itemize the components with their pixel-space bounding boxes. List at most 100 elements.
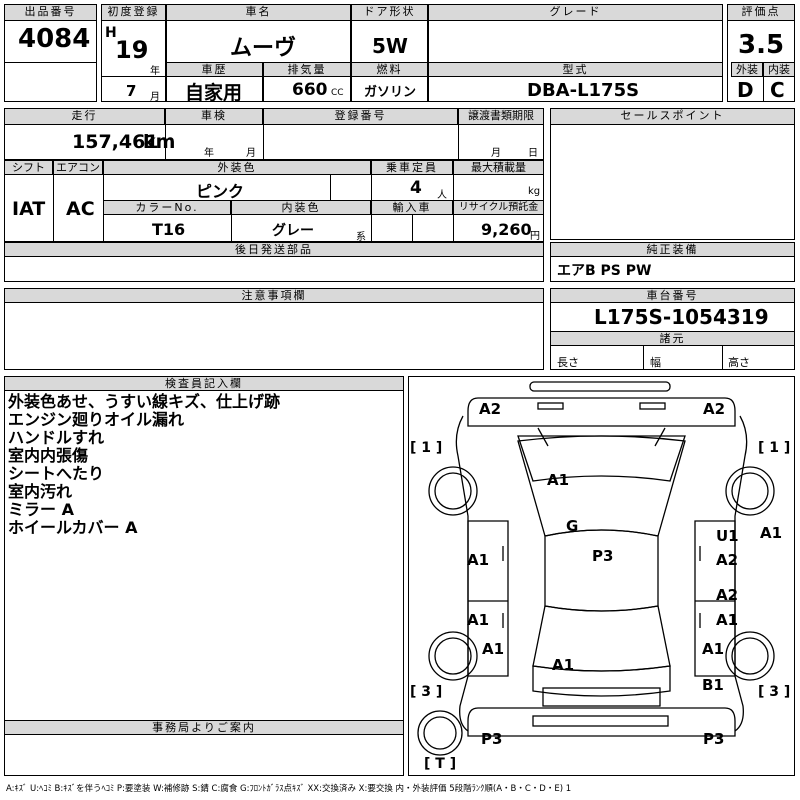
lot-no-label: 出品番号 xyxy=(4,4,97,21)
damage-mark: A1 xyxy=(467,551,490,569)
inspector-note: 外装色あせ、うすい線キズ、仕上げ跡 xyxy=(8,392,281,411)
notes-label: 注意事項欄 xyxy=(4,288,544,303)
inspection-month: 月 xyxy=(246,148,256,159)
door-label: ドア形状 xyxy=(351,4,428,21)
history-label: 車歴 xyxy=(166,62,263,77)
damage-mark: A2 xyxy=(716,551,739,569)
int-color-label: 内装色 xyxy=(231,200,371,215)
tire-mark: [ 3 ] xyxy=(410,684,443,700)
damage-mark: U1 xyxy=(716,527,739,545)
exterior-label: 外装 xyxy=(731,62,763,77)
history: 自家用 xyxy=(185,82,243,104)
damage-mark: G xyxy=(566,517,579,535)
transfer-month: 月 xyxy=(491,148,501,159)
inspection-year: 年 xyxy=(204,148,214,159)
inspector-note: ミラー A xyxy=(8,500,74,519)
transfer-label: 譲渡書類期限 xyxy=(458,108,544,125)
office-label: 事務局よりご案内 xyxy=(4,720,404,735)
model-label: 型式 xyxy=(428,62,723,77)
transfer-day: 日 xyxy=(528,148,538,159)
inspector-note: 室内内張傷 xyxy=(8,446,89,465)
car-diagram xyxy=(417,381,775,756)
damage-mark: A1 xyxy=(716,611,739,629)
mileage: 157,461 xyxy=(72,131,159,153)
chassis: L175S-1054319 xyxy=(594,305,769,329)
max-load-label: 最大積載量 xyxy=(453,160,544,175)
inspector-note: シートへたり xyxy=(8,464,105,483)
shift: IAT xyxy=(12,198,46,220)
car-diagram-box xyxy=(408,376,795,776)
tire-mark: [ T ] xyxy=(424,756,457,772)
shift-label: シフト xyxy=(4,160,53,175)
tire-mark: [ 3 ] xyxy=(758,684,791,700)
sales-point-label: セールスポイント xyxy=(550,108,795,125)
car-name: ムーヴ xyxy=(230,36,297,61)
inspection-label: 車検 xyxy=(165,108,263,125)
length-label: 長さ xyxy=(557,356,579,369)
damage-mark: A1 xyxy=(760,524,783,542)
recycle-label: リサイクル預託金 xyxy=(453,200,544,215)
legend: A:ｷｽﾞ U:ﾍｺﾐ B:ｷｽﾞを伴うﾍｺﾐ P:要塗装 W:補修跡 S:錆 … xyxy=(6,784,572,794)
displacement: 660 xyxy=(292,80,328,100)
tire-mark: [ 1 ] xyxy=(758,440,791,456)
score-label: 評価点 xyxy=(727,4,795,21)
inspector-note: 室内汚れ xyxy=(8,482,73,501)
exterior-score: D xyxy=(737,78,754,102)
tire-mark: [ 1 ] xyxy=(410,440,443,456)
model: DBA-L175S xyxy=(527,80,640,101)
recycle-unit: 円 xyxy=(530,231,540,242)
dims-label: 諸元 xyxy=(550,331,795,346)
width-label: 幅 xyxy=(650,356,661,369)
displacement-unit: CC xyxy=(331,88,344,98)
damage-mark: A1 xyxy=(482,640,505,658)
lot-no: 4084 xyxy=(18,24,91,54)
score: 3.5 xyxy=(738,30,785,60)
damage-mark: A2 xyxy=(716,586,739,604)
interior-score: C xyxy=(770,78,785,102)
interior-label: 内装 xyxy=(763,62,795,77)
chassis-label: 車台番号 xyxy=(550,288,795,303)
sales-point-box xyxy=(550,108,795,240)
reg-year: 19 xyxy=(115,36,149,64)
fuel-label: 燃料 xyxy=(351,62,428,77)
reg-no-label: 登録番号 xyxy=(263,108,458,125)
damage-mark: A1 xyxy=(702,640,725,658)
mileage-label: 走行 xyxy=(4,108,165,125)
ac: AC xyxy=(66,198,95,220)
color-no-label: カラーNo. xyxy=(103,200,231,215)
damage-mark: B1 xyxy=(702,676,724,694)
height-label: 高さ xyxy=(728,356,750,369)
fuel: ガソリン xyxy=(364,85,417,100)
ac-label: エアコン xyxy=(53,160,103,175)
damage-mark: A1 xyxy=(552,656,575,674)
era: H xyxy=(105,25,117,41)
inspector-label: 検査員記入欄 xyxy=(4,376,404,391)
inspector-note: エンジン廻りオイル漏れ xyxy=(8,410,185,429)
capacity-label: 乗車定員 xyxy=(371,160,453,175)
inspector-notes: 外装色あせ、うすい線キズ、仕上げ跡 エンジン廻りオイル漏れ ハンドルすれ 室内内… xyxy=(8,393,280,537)
genuine: エアB PS PW xyxy=(557,263,652,279)
reg-month: 7 xyxy=(126,82,137,100)
capacity: 4 xyxy=(410,178,422,198)
inspector-note: ホイールカバー A xyxy=(8,518,138,537)
year-unit: 年 xyxy=(150,66,160,77)
capacity-unit: 人 xyxy=(437,190,447,201)
color-no: T16 xyxy=(152,220,186,239)
later-parts-label: 後日発送部品 xyxy=(4,242,544,257)
damage-mark: A2 xyxy=(703,400,726,418)
displacement-label: 排気量 xyxy=(263,62,351,77)
int-color-suffix: 系 xyxy=(356,232,366,243)
inspector-note: ハンドルすれ xyxy=(8,428,105,447)
door: 5W xyxy=(372,34,408,58)
damage-mark: P3 xyxy=(703,730,725,748)
damage-mark: P3 xyxy=(481,730,503,748)
recycle: 9,260 xyxy=(481,220,532,239)
int-color: グレー xyxy=(272,223,314,239)
ext-color-label: 外装色 xyxy=(103,160,371,175)
ext-color: ピンク xyxy=(196,182,245,201)
genuine-label: 純正装備 xyxy=(550,242,795,257)
grade-label: グレード xyxy=(428,4,723,21)
damage-mark: A1 xyxy=(467,611,490,629)
damage-mark: A2 xyxy=(479,400,502,418)
damage-mark: P3 xyxy=(592,547,614,565)
